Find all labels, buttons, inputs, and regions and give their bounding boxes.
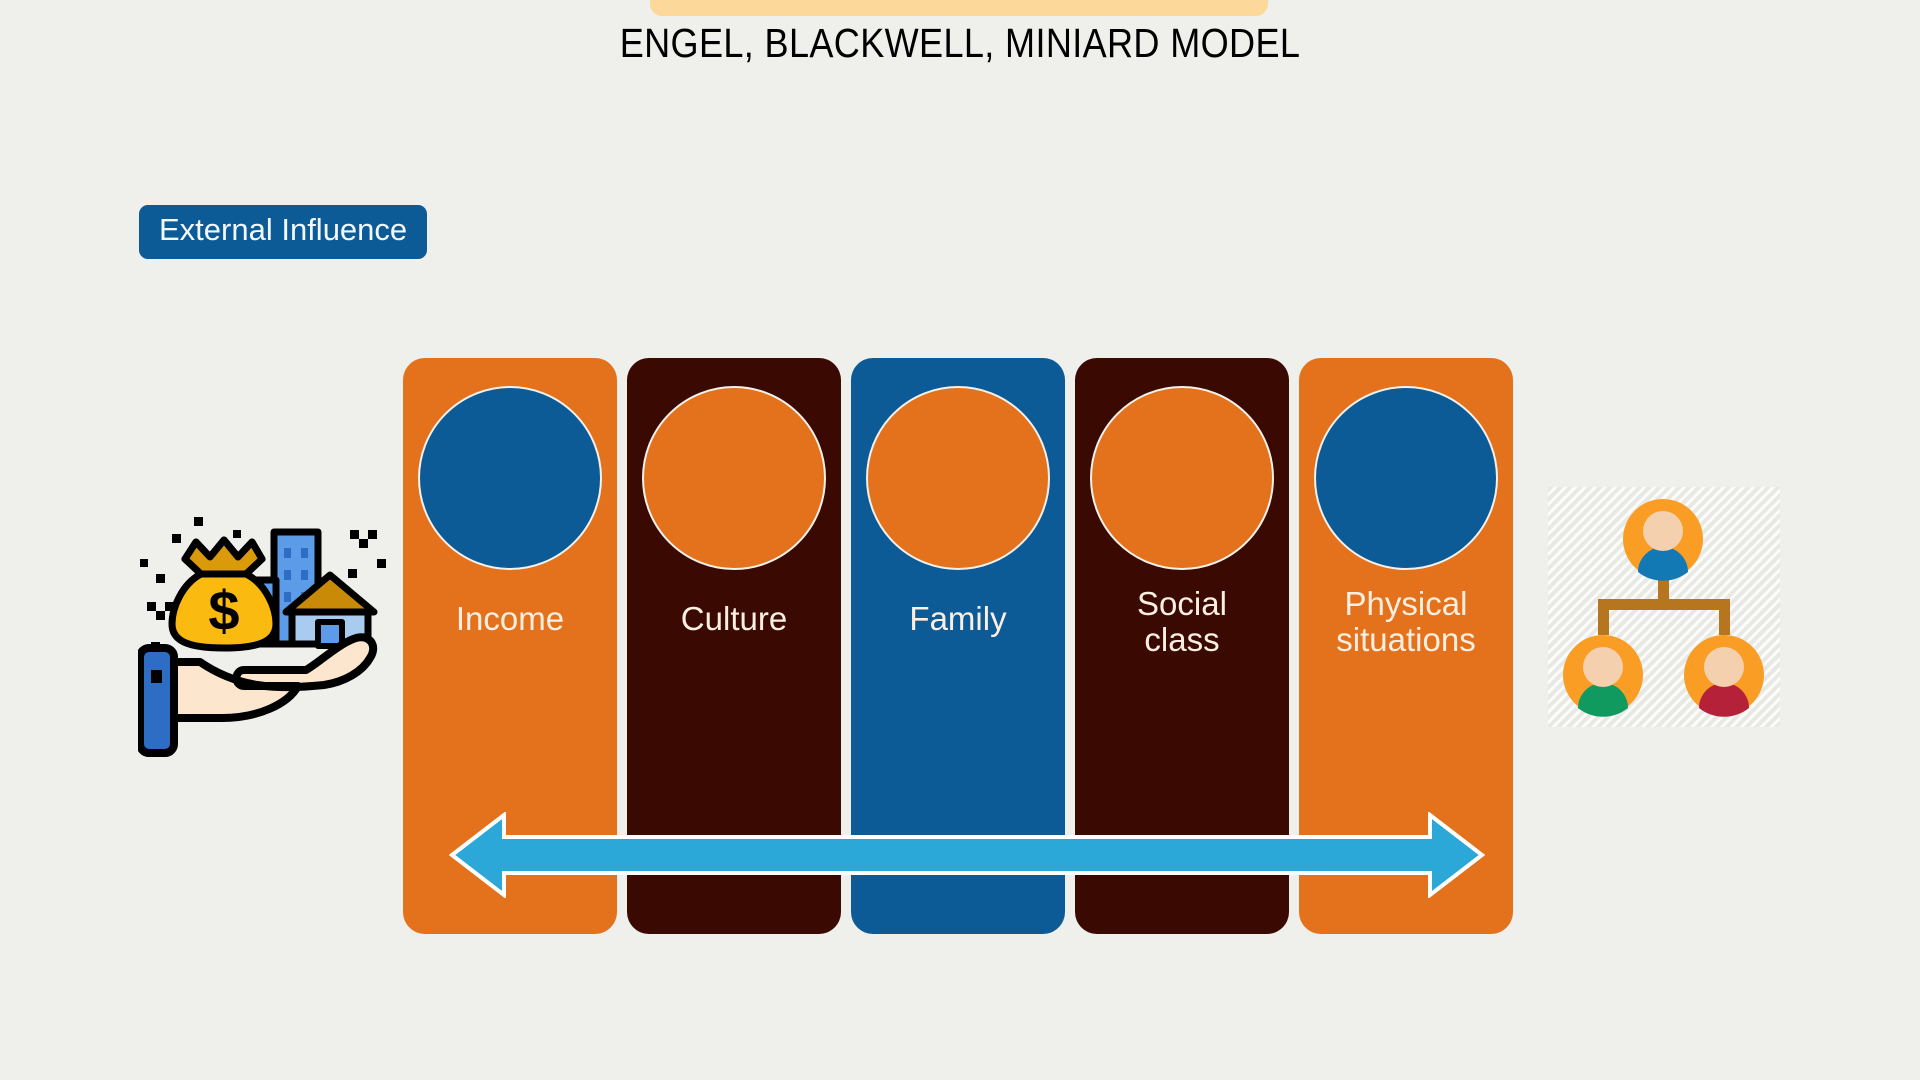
card-label-physical-situations: Physical situations	[1336, 585, 1476, 658]
house	[282, 571, 378, 649]
external-influence-badge[interactable]: External Influence	[139, 205, 428, 259]
connector-lines	[1598, 573, 1730, 635]
avatar-top	[1623, 499, 1703, 581]
top-accent-bar	[650, 0, 1268, 16]
hand-holding-money-city-icon: $	[136, 512, 388, 757]
avatar-left	[1563, 635, 1643, 717]
family-org-chart-icon	[1548, 487, 1780, 727]
page-title: ENGEL, BLACKWELL, MINIARD MODEL	[619, 20, 1301, 66]
card-circle-family	[866, 386, 1050, 570]
arrow-shape	[448, 812, 1486, 898]
card-label-family: Family	[909, 600, 1007, 637]
double-headed-arrow	[448, 812, 1486, 898]
card-label-social-class: Social class	[1137, 585, 1227, 658]
svg-text:$: $	[208, 579, 239, 642]
open-hand	[136, 633, 378, 757]
sparkles-group	[140, 517, 386, 651]
card-circle-culture	[642, 386, 826, 570]
card-label-culture: Culture	[680, 600, 788, 637]
card-circle-physical-situations	[1314, 386, 1498, 570]
card-label-income: Income	[455, 600, 565, 637]
card-circle-income	[418, 386, 602, 570]
card-circle-social-class	[1090, 386, 1274, 570]
money-bag: $	[168, 536, 280, 652]
avatar-right	[1684, 635, 1764, 717]
